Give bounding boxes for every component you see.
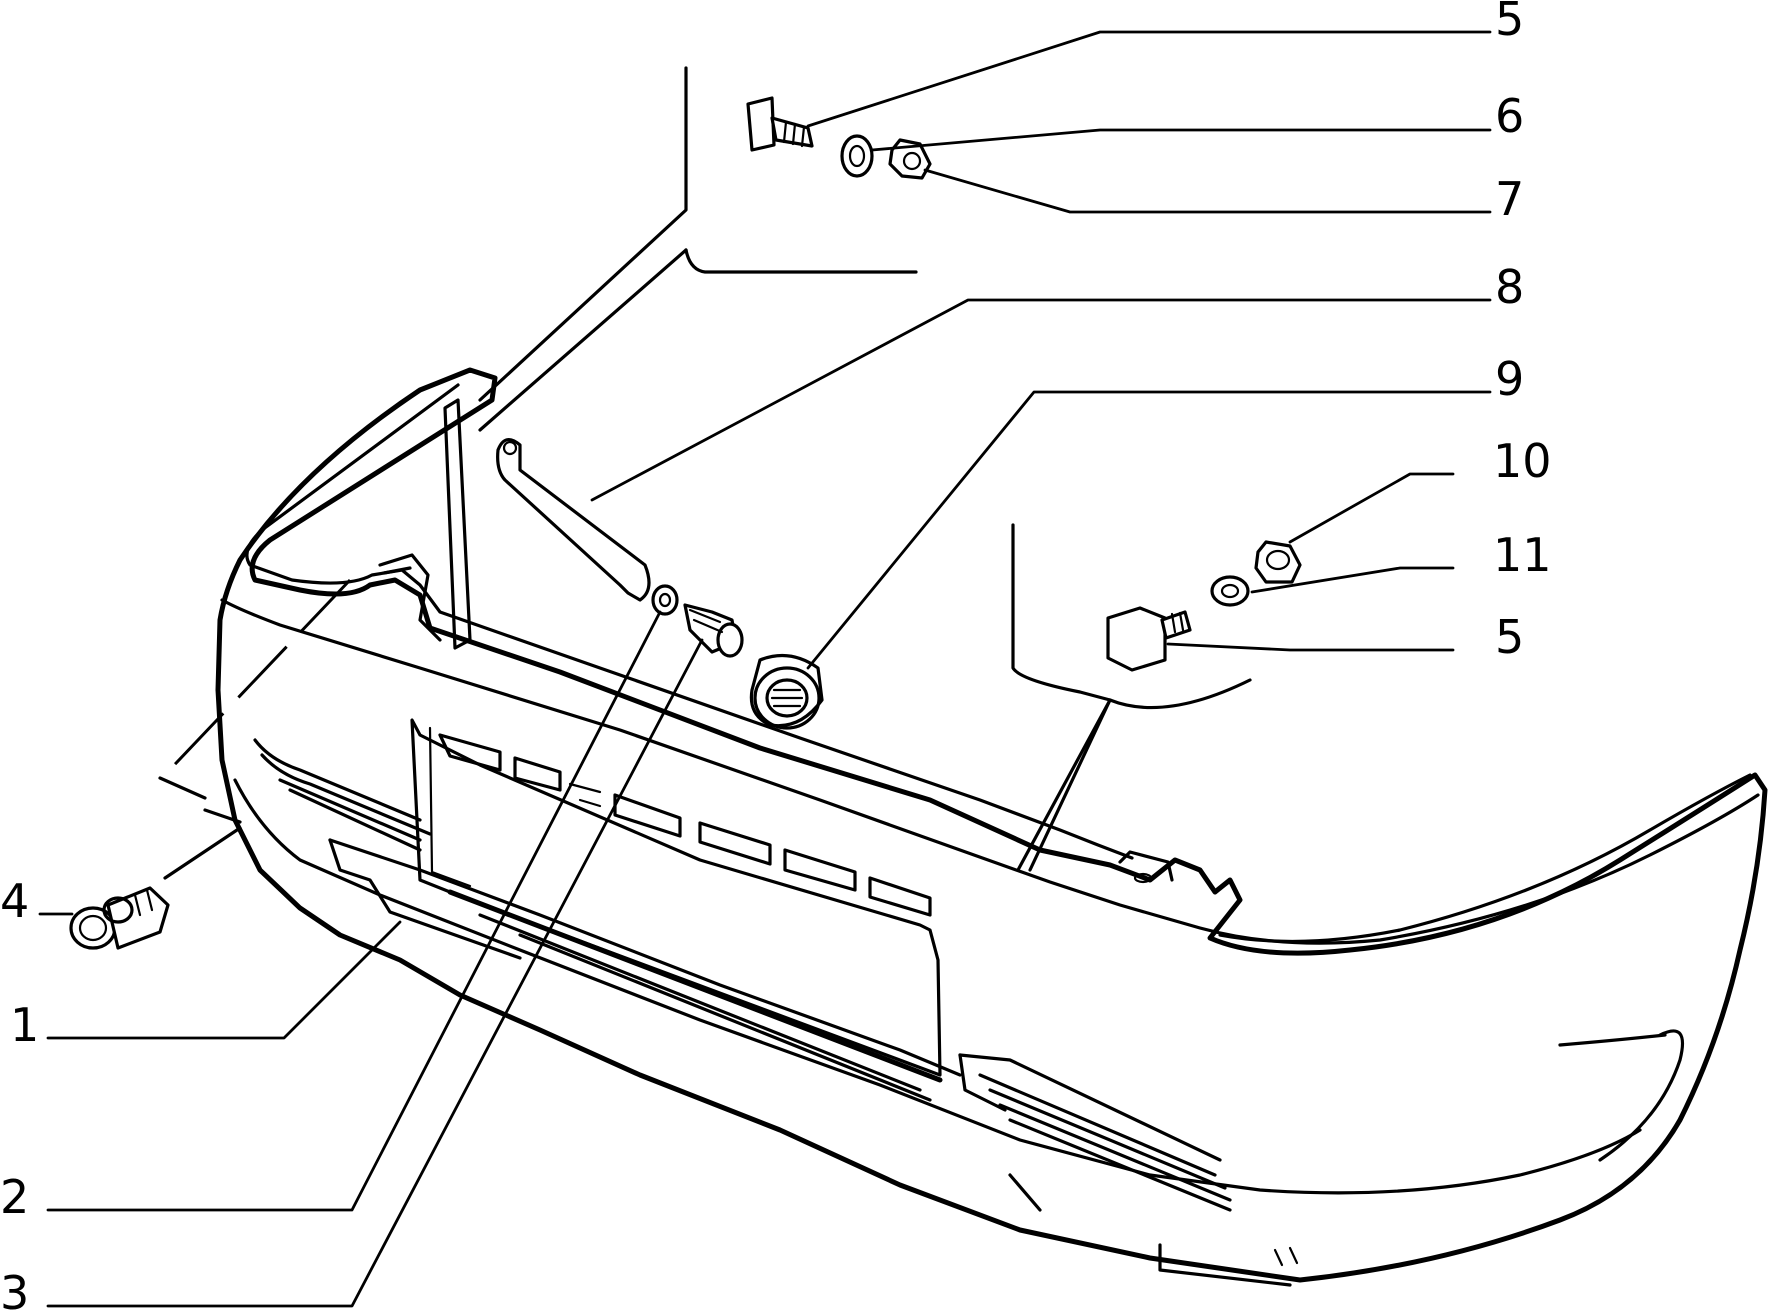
mounting-bracket — [496, 438, 651, 602]
washer-small — [651, 584, 679, 616]
callout-10: 10 — [1493, 434, 1552, 488]
callout-5-top: 5 — [1495, 0, 1524, 46]
callout-4: 4 — [0, 874, 29, 928]
callout-11: 11 — [1493, 528, 1552, 582]
square-head-bolt-right — [1106, 606, 1192, 672]
bumper-shell — [215, 367, 1768, 1287]
callout-1: 1 — [10, 998, 39, 1052]
nut-right — [1254, 540, 1302, 584]
callout-6: 6 — [1495, 89, 1524, 143]
callout-3: 3 — [0, 1266, 29, 1314]
callout-5-right: 5 — [1495, 610, 1524, 664]
leader-lines — [38, 30, 1492, 1308]
washer-top — [840, 134, 874, 178]
assembly-guides — [158, 66, 1252, 880]
hex-bolt — [683, 603, 744, 658]
callout-2: 2 — [0, 1170, 29, 1224]
washer-right — [1210, 575, 1250, 607]
square-head-bolt-top — [746, 96, 814, 152]
callout-8: 8 — [1495, 260, 1524, 314]
callout-9: 9 — [1495, 352, 1524, 406]
plastic-grommet — [749, 653, 824, 730]
callout-labels: 5 6 7 8 9 10 11 5 4 1 2 3 — [0, 0, 1552, 1314]
callout-7: 7 — [1495, 172, 1524, 226]
push-clip — [69, 886, 170, 950]
